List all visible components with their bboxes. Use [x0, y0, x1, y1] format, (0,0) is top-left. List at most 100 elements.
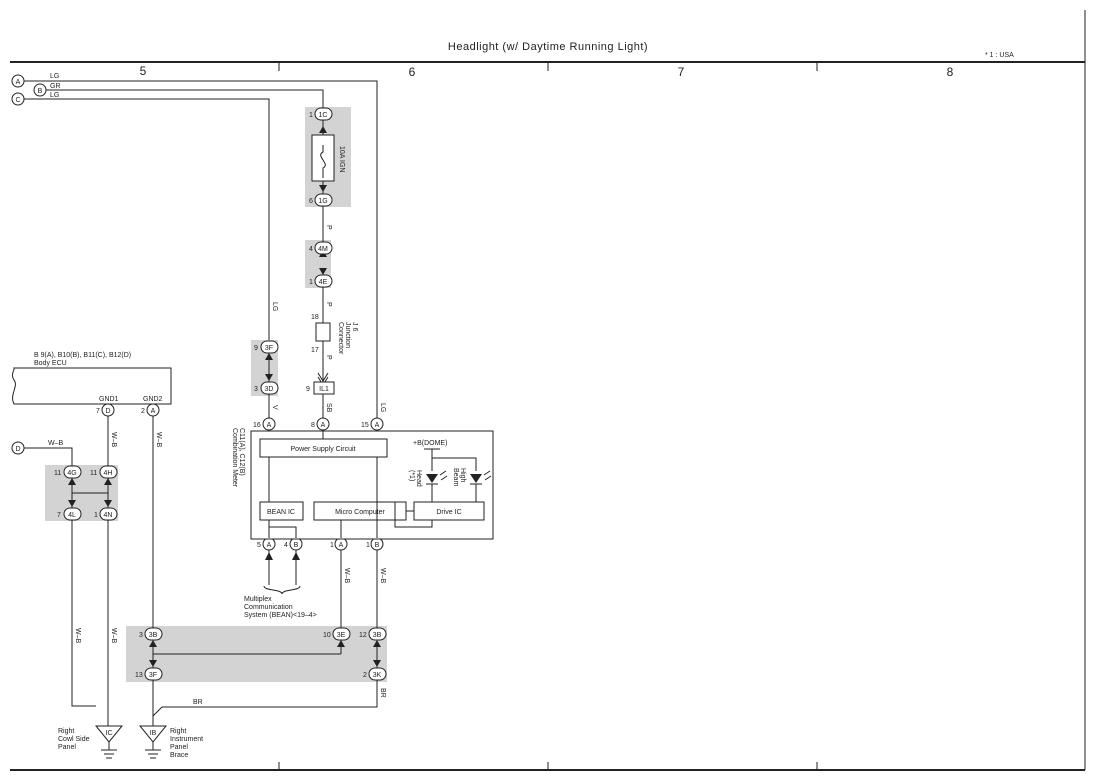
- ecu-gnd1: GND1: [99, 396, 119, 403]
- wire-label-wb-d: W–B: [48, 440, 64, 447]
- conn-3b-right: 3B: [373, 632, 382, 639]
- conn-1c: 1C: [319, 112, 328, 119]
- conn-4g: 4G: [67, 470, 76, 477]
- num-3k: 2: [363, 672, 367, 679]
- num-4e: 1: [309, 279, 313, 286]
- pin-b-4: B: [294, 542, 299, 549]
- multiplex-3: System (BEAN)<19–4>: [244, 612, 317, 619]
- diagram-title: Headlight (w/ Daytime Running Light): [448, 41, 648, 53]
- num-b1: 1: [366, 542, 370, 549]
- meter-label-2: Combination Meter: [231, 428, 238, 488]
- power-supply-label: Power Supply Circuit: [291, 446, 356, 453]
- high-label-2: Beam: [452, 468, 459, 486]
- wire-label-p3: P: [325, 355, 332, 360]
- ref-b: B: [38, 88, 43, 95]
- connector-arrows: [68, 126, 381, 667]
- num-8: 8: [311, 422, 315, 429]
- conn-4e: 4E: [319, 279, 328, 286]
- ecu-label-2: Body ECU: [34, 360, 67, 367]
- num-3f-bottom: 13: [135, 672, 143, 679]
- pin-a-5: A: [267, 542, 272, 549]
- meter-label-1: C11(A), C12(B): [238, 428, 245, 476]
- ref-d: D: [15, 446, 20, 453]
- num-5: 5: [257, 542, 261, 549]
- conn-3b-left: 3B: [149, 632, 158, 639]
- conn-4m: 4M: [318, 246, 328, 253]
- multiplex-1: Multiplex: [244, 596, 272, 603]
- pin-a-gnd2: A: [151, 408, 156, 415]
- num-4l: 7: [57, 512, 61, 519]
- wire-label-br-1: BR: [193, 699, 203, 706]
- num-4m: 4: [309, 246, 313, 253]
- fuse-10a-ign: 10A IGN: [311, 134, 345, 182]
- wire-label-sb: SB: [325, 403, 332, 413]
- wire-label-lg-c: LG: [50, 92, 59, 99]
- column-7: 7: [678, 65, 685, 79]
- junction-label-1: J 6: [351, 322, 358, 331]
- wire-label-p2: P: [325, 302, 332, 307]
- pin-d-gnd1: D: [105, 408, 110, 415]
- connector-shading: [45, 107, 387, 682]
- num-17: 17: [311, 347, 319, 354]
- ib-loc-4: Brace: [170, 752, 188, 759]
- fuse-label: 10A IGN: [338, 146, 345, 172]
- bean-ic-label: BEAN IC: [267, 509, 295, 516]
- wire-label-wb-4n: W–B: [110, 628, 117, 644]
- wire-label-br-2: BR: [379, 688, 386, 698]
- pin-a-1: A: [339, 542, 344, 549]
- num-3b-right: 12: [359, 632, 367, 639]
- pin-a-16: A: [267, 422, 272, 429]
- ecu-label-1: B 9(A), B10(B), B11(C), B12(D): [34, 352, 131, 359]
- region-note: * 1 : USA: [985, 52, 1014, 59]
- ecu-gnd2: GND2: [143, 396, 163, 403]
- conn-4n: 4N: [104, 512, 113, 519]
- wire-label-lg-15: LG: [379, 403, 386, 412]
- wire-label-wb-4l: W–B: [74, 628, 81, 644]
- ground-ib-label: IB: [150, 730, 157, 737]
- junction-label-2: Junction: [344, 322, 351, 348]
- wire-label-v: V: [271, 405, 278, 410]
- multiplex-bracket: Multiplex Communication System (BEAN)<19…: [244, 585, 317, 619]
- conn-3f-top: 3F: [265, 345, 273, 352]
- ref-c: C: [15, 97, 20, 104]
- num-a1: 1: [330, 542, 334, 549]
- num-gnd1: 7: [96, 408, 100, 415]
- num-3e: 10: [323, 632, 331, 639]
- ic-loc-1: Right: [58, 728, 74, 735]
- conn-4l: 4L: [68, 512, 76, 519]
- num-4g: 11: [54, 470, 61, 477]
- num-18: 18: [311, 314, 319, 321]
- conn-4h: 4H: [104, 470, 113, 477]
- pin-b-1: B: [375, 542, 380, 549]
- ic-loc-2: Cowl Side: [58, 736, 90, 743]
- wire-label-wb-a1: W–B: [343, 568, 350, 584]
- ref-a: A: [16, 79, 21, 86]
- ic-loc-3: Panel: [58, 744, 76, 751]
- wire-label-wb-b1: W–B: [379, 568, 386, 584]
- num-4h: 11: [90, 470, 97, 477]
- wire-label-lg-3f: LG: [271, 302, 278, 311]
- num-3f: 9: [254, 345, 258, 352]
- ib-loc-3: Panel: [170, 744, 188, 751]
- high-label-1: High: [459, 468, 466, 483]
- column-8: 8: [947, 65, 954, 79]
- wire-label-wb-gnd2: W–B: [155, 432, 162, 448]
- ground-ic-label: IC: [106, 730, 113, 737]
- num-3d: 3: [254, 386, 258, 393]
- body-ecu: B 9(A), B10(B), B11(C), B12(D) Body ECU …: [11, 352, 172, 405]
- multiplex-2: Communication: [244, 604, 293, 611]
- drive-ic-label: Drive IC: [436, 509, 461, 516]
- pin-numbers: 1 6 4 1 18 17 9 9 3 16 8 15 5 4 1 1 7 2 …: [54, 112, 370, 679]
- combination-meter: C11(A), C12(B) Combination Meter Power S…: [231, 428, 494, 540]
- num-15: 15: [361, 422, 369, 429]
- ib-loc-2: Instrument: [170, 736, 203, 743]
- num-4n: 1: [94, 512, 98, 519]
- head-label-2: (*1): [408, 470, 415, 481]
- num-gnd2: 2: [141, 408, 145, 415]
- ground-ib: IB Right Instrument Panel Brace: [138, 725, 203, 759]
- wire-labels: LG GR LG P P P LG V SB LG W–B W–B W–B W–…: [48, 73, 386, 706]
- wire-label-gr: GR: [50, 83, 61, 90]
- ib-loc-1: Right: [170, 728, 186, 735]
- conn-3k: 3K: [373, 672, 382, 679]
